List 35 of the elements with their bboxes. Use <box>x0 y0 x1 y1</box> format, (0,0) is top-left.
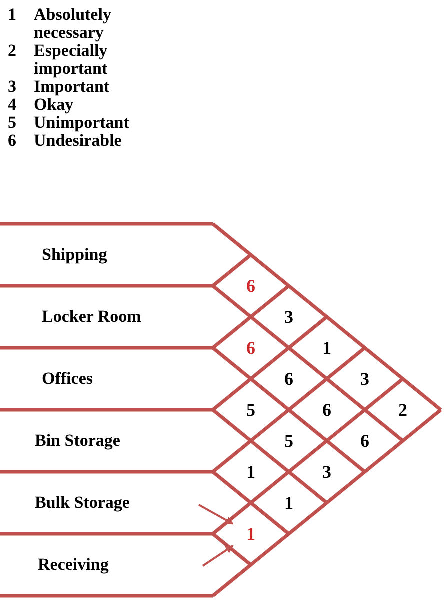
rating-meaning: Important <box>34 78 111 96</box>
rating-value: 1 <box>241 524 261 544</box>
rating-number: 6 <box>8 132 18 150</box>
rating-value: 6 <box>317 400 337 420</box>
rating-value: 1 <box>317 338 337 358</box>
rating-value: 5 <box>279 431 299 451</box>
rating-value: 3 <box>279 307 299 327</box>
rating-number: 2 <box>8 42 18 62</box>
rating-number: 3 <box>8 78 18 96</box>
arrow <box>198 504 234 525</box>
department-label: Bulk Storage <box>35 493 130 513</box>
rating-value: 1 <box>279 493 299 513</box>
rating-value: 5 <box>241 400 261 420</box>
department-label: Offices <box>42 369 93 389</box>
rating-value: 2 <box>393 400 413 420</box>
rating-value: 6 <box>241 276 261 296</box>
rating-value: 6 <box>279 369 299 389</box>
department-label: Shipping <box>42 245 108 265</box>
rating-value: 3 <box>355 369 375 389</box>
rating-meaning: Especially important <box>34 42 109 78</box>
department-label: Locker Room <box>42 307 142 327</box>
rating-number: 5 <box>8 114 18 132</box>
rating-meaning: Undesirable <box>34 132 122 150</box>
rating-meaning: Okay <box>34 96 74 114</box>
rating-value: 3 <box>317 462 337 482</box>
rating-meaning: Unimportant <box>34 114 130 132</box>
rating-number: 4 <box>8 96 18 114</box>
rating-number: 1 <box>8 6 18 26</box>
rating-value: 6 <box>241 338 261 358</box>
rating-value: 6 <box>355 431 375 451</box>
arrow <box>202 545 234 567</box>
department-label: Receiving <box>38 555 109 575</box>
rating-meaning: Absolutely necessary <box>34 6 112 42</box>
department-label: Bin Storage <box>35 431 120 451</box>
rating-value: 1 <box>241 462 261 482</box>
